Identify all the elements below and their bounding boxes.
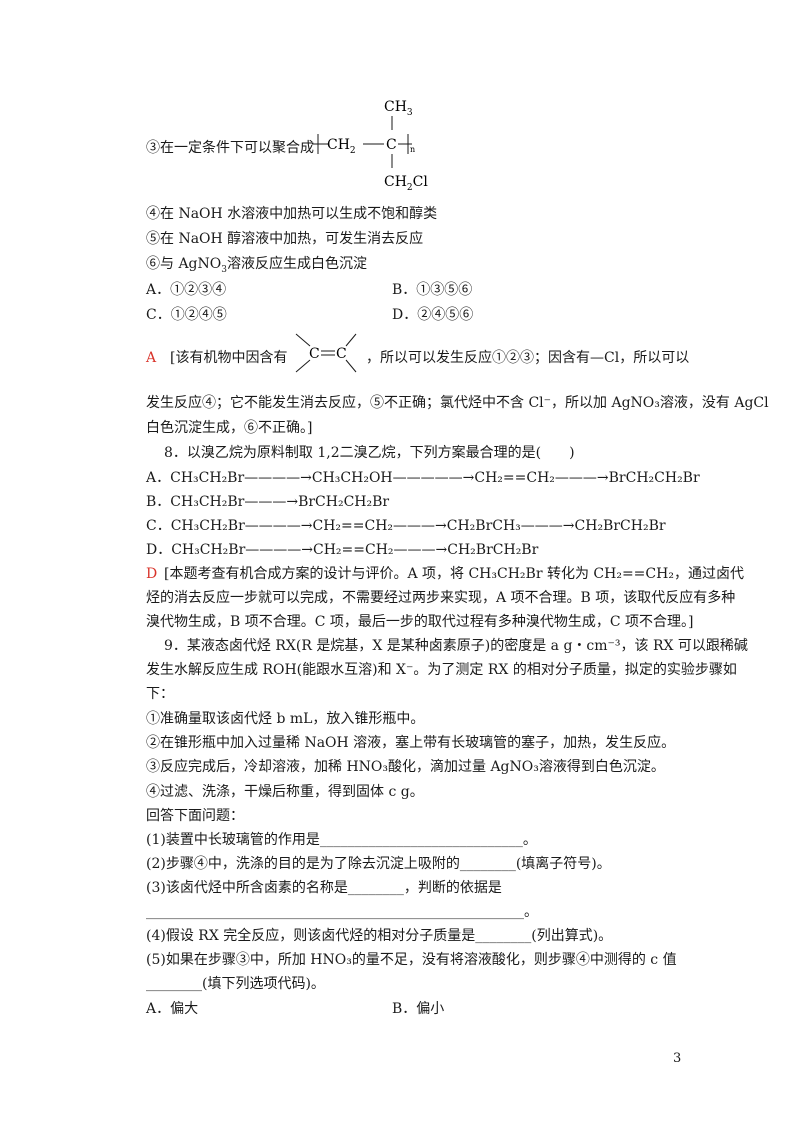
polymer-structure: CH3 CH2 C n CH2Cl [312,99,428,193]
part-3-blank: ________________________________________… [146,904,538,920]
question-8: 8．以溴乙烷为原料制取 1,2­二溴乙烷，下列方案最合理的是( ) [164,445,575,461]
answer-8-letter: D [146,566,158,582]
part-5-line-2: ________(填下列选项代码)。 [146,976,325,992]
question-9-line-1: 9．某液态卤代烃 RX(R 是烷基，X 是某种卤素原子)的密度是 a g・cm⁻… [164,638,748,654]
part-5-line-1: (5)如果在步骤③中，所加 HNO₃的量不足，没有将溶液酸化，则步骤④中测得的 … [146,952,677,968]
ch2cl-label: CH2Cl [384,174,428,193]
page-number: 3 [673,1051,682,1066]
answer-7-line-3: 白色沉淀生成，⑥不正确。] [146,420,313,436]
question-8-option-d: D．CH₃CH₂Br————→CH₂==CH₂———→CH₂BrCH₂Br [146,542,539,558]
step-3: ③反应完成后，冷却溶液，加稀 HNO₃酸化，滴加过量 AgNO₃溶液得到白色沉淀… [146,759,665,775]
answer-8-line-2: 烃的消去反应一步就可以完成，不需要经过两步来实现，A 项不合理。B 项，该取代反… [146,590,736,606]
ch3-label: CH3 [384,99,413,118]
answer-7-letter: A [146,350,157,366]
part-3: (3)该卤代烃中所含卤素的名称是________，判断的依据是 [146,880,502,896]
answer-prompt: 回答下面问题： [146,808,244,824]
part-1: (1)装置中长玻璃管的作用是__________________________… [146,832,537,848]
answer-7-line-2: 发生反应④；它不能发生消去反应，⑤不正确；氯代烃中不含 Cl⁻，所以加 AgNO… [146,395,769,411]
part-4: (4)假设 RX 完全反应，则该卤代烃的相对分子质量是________(列出算式… [146,928,613,944]
carbon-label: C [386,137,397,153]
answer-8-line-1: [本题考查有机合成方案的设计与评价。A 项，将 CH₃CH₂Br 转化为 CH₂… [164,566,744,582]
step-2: ②在锥形瓶中加入过量稀 NaOH 溶液，塞上带有长玻璃管的塞子，加热，发生反应。 [146,735,676,751]
item-6: ⑥与 AgNO3溶液反应生成白色沉淀 [146,256,367,275]
question-8-option-b: B．CH₃CH₂Br———→BrCH₂CH₂Br [146,494,390,510]
step-1: ①准确量取该卤代烃 b mL，放入锥形瓶中。 [146,711,425,727]
part-5-option-b: B．偏小 [392,1001,445,1017]
option-d: D．②④⑤⑥ [392,307,474,323]
item-4: ④在 NaOH 水溶液中加热可以生成不饱和醇类 [146,206,438,222]
alkene-c1: C [309,346,320,362]
part-2: (2)步骤④中，洗涤的目的是为了除去沉淀上吸附的________(填离子符号)。 [146,856,611,872]
step-4: ④过滤、洗涤，干燥后称重，得到固体 c g。 [146,784,424,800]
part-5-option-a: A．偏大 [146,1001,199,1017]
answer-7-text-b: ，所以可以发生反应①②③；因含有—Cl，所以可以 [366,350,690,366]
item-3: ③在一定条件下可以聚合成 [146,140,314,156]
question-9-line-3: 下： [146,686,174,702]
option-c: C．①②④⑤ [146,307,227,323]
option-a: A．①②③④ [146,282,227,298]
item-5: ⑤在 NaOH 醇溶液中加热，可发生消去反应 [146,231,424,247]
question-8-option-a: A．CH₃CH₂Br————→CH₃CH₂OH—————→CH₂==CH₂———… [146,470,700,486]
answer-7-text-a: [该有机物中因含有 [170,350,288,366]
question-9-line-2: 发生水解反应生成 ROH(能跟水互溶)和 X⁻。为了测定 RX 的相对分子质量，… [146,662,737,678]
alkene-c2: C [336,346,347,362]
answer-8-line-3: 溴代物生成，B 项不合理。C 项，最后一步的取代过程有多种溴代物生成，C 项不合… [146,614,694,630]
ch2-label: CH2 [327,137,356,156]
question-8-option-c: C．CH₃CH₂Br————→CH₂==CH₂———→CH₂BrCH₃———→C… [146,518,666,534]
alkene-structure: C C [295,333,357,373]
option-b: B．①③⑤⑥ [392,282,473,298]
repeat-n-label: n [410,145,415,154]
